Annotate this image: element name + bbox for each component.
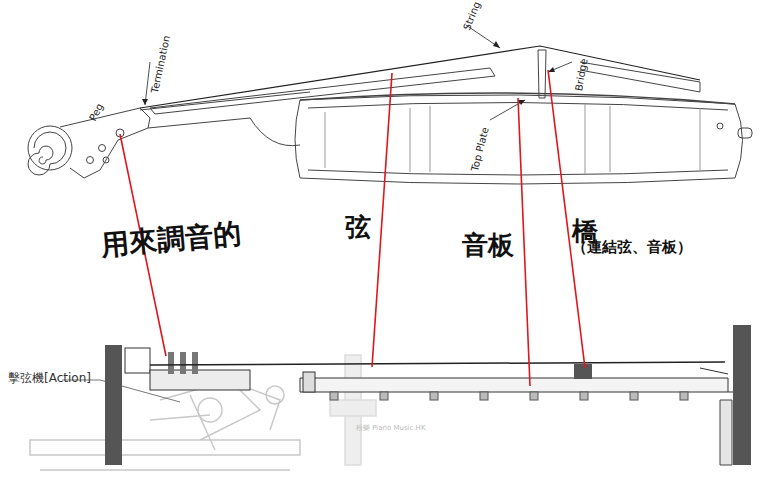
part-name: String	[462, 0, 482, 31]
link-line	[372, 73, 392, 367]
callout-label: 用來調音的	[100, 220, 242, 260]
right-block	[733, 325, 751, 465]
pointer-heads	[142, 41, 555, 105]
part-name: Top Plate	[470, 126, 491, 172]
neck-outline	[140, 92, 310, 146]
endpin-hole	[717, 123, 723, 129]
piano-drawing	[105, 325, 751, 465]
violin-bridge	[538, 50, 546, 98]
tuning-pin	[192, 352, 198, 374]
pegbox-outline	[60, 108, 150, 178]
case-side	[720, 400, 732, 465]
left-block	[105, 345, 122, 465]
peg-hole	[87, 157, 94, 164]
watermark-cross	[330, 400, 376, 416]
link-line	[518, 98, 530, 386]
scroll-spiral	[28, 132, 66, 175]
tailpiece	[580, 62, 700, 92]
hitch-pin	[303, 372, 315, 392]
callout-label: 弦	[345, 214, 371, 240]
frame-edge	[700, 368, 733, 392]
part-name: Bridge	[574, 58, 590, 92]
peg-hole	[103, 157, 109, 163]
tuning-pin	[168, 352, 174, 374]
pinblock-frame	[125, 348, 150, 373]
watermark: 粉樂 Piano Music.HK	[356, 425, 425, 432]
soundboard-ribs	[330, 392, 688, 400]
pointer-line	[145, 25, 572, 120]
violin-string	[140, 46, 700, 108]
callout-label: 音板	[462, 232, 514, 258]
pinblock	[150, 370, 250, 390]
endpin	[738, 128, 752, 138]
soundboard	[300, 378, 728, 392]
body-interior	[325, 104, 700, 174]
part-name: 擊弦機[Action]	[8, 372, 91, 384]
tuning-pin	[180, 352, 186, 374]
action-parts	[30, 380, 300, 470]
piano-string	[150, 362, 725, 365]
action-wheel	[266, 386, 284, 404]
action-hammer	[198, 398, 222, 422]
part-name: Peg	[88, 102, 105, 123]
callout-note: （連結弦、音板）	[572, 240, 692, 255]
scroll-outline	[28, 126, 72, 170]
peg-hole	[99, 145, 106, 152]
part-name: Termination	[150, 35, 172, 94]
piano-bridge	[574, 364, 592, 379]
